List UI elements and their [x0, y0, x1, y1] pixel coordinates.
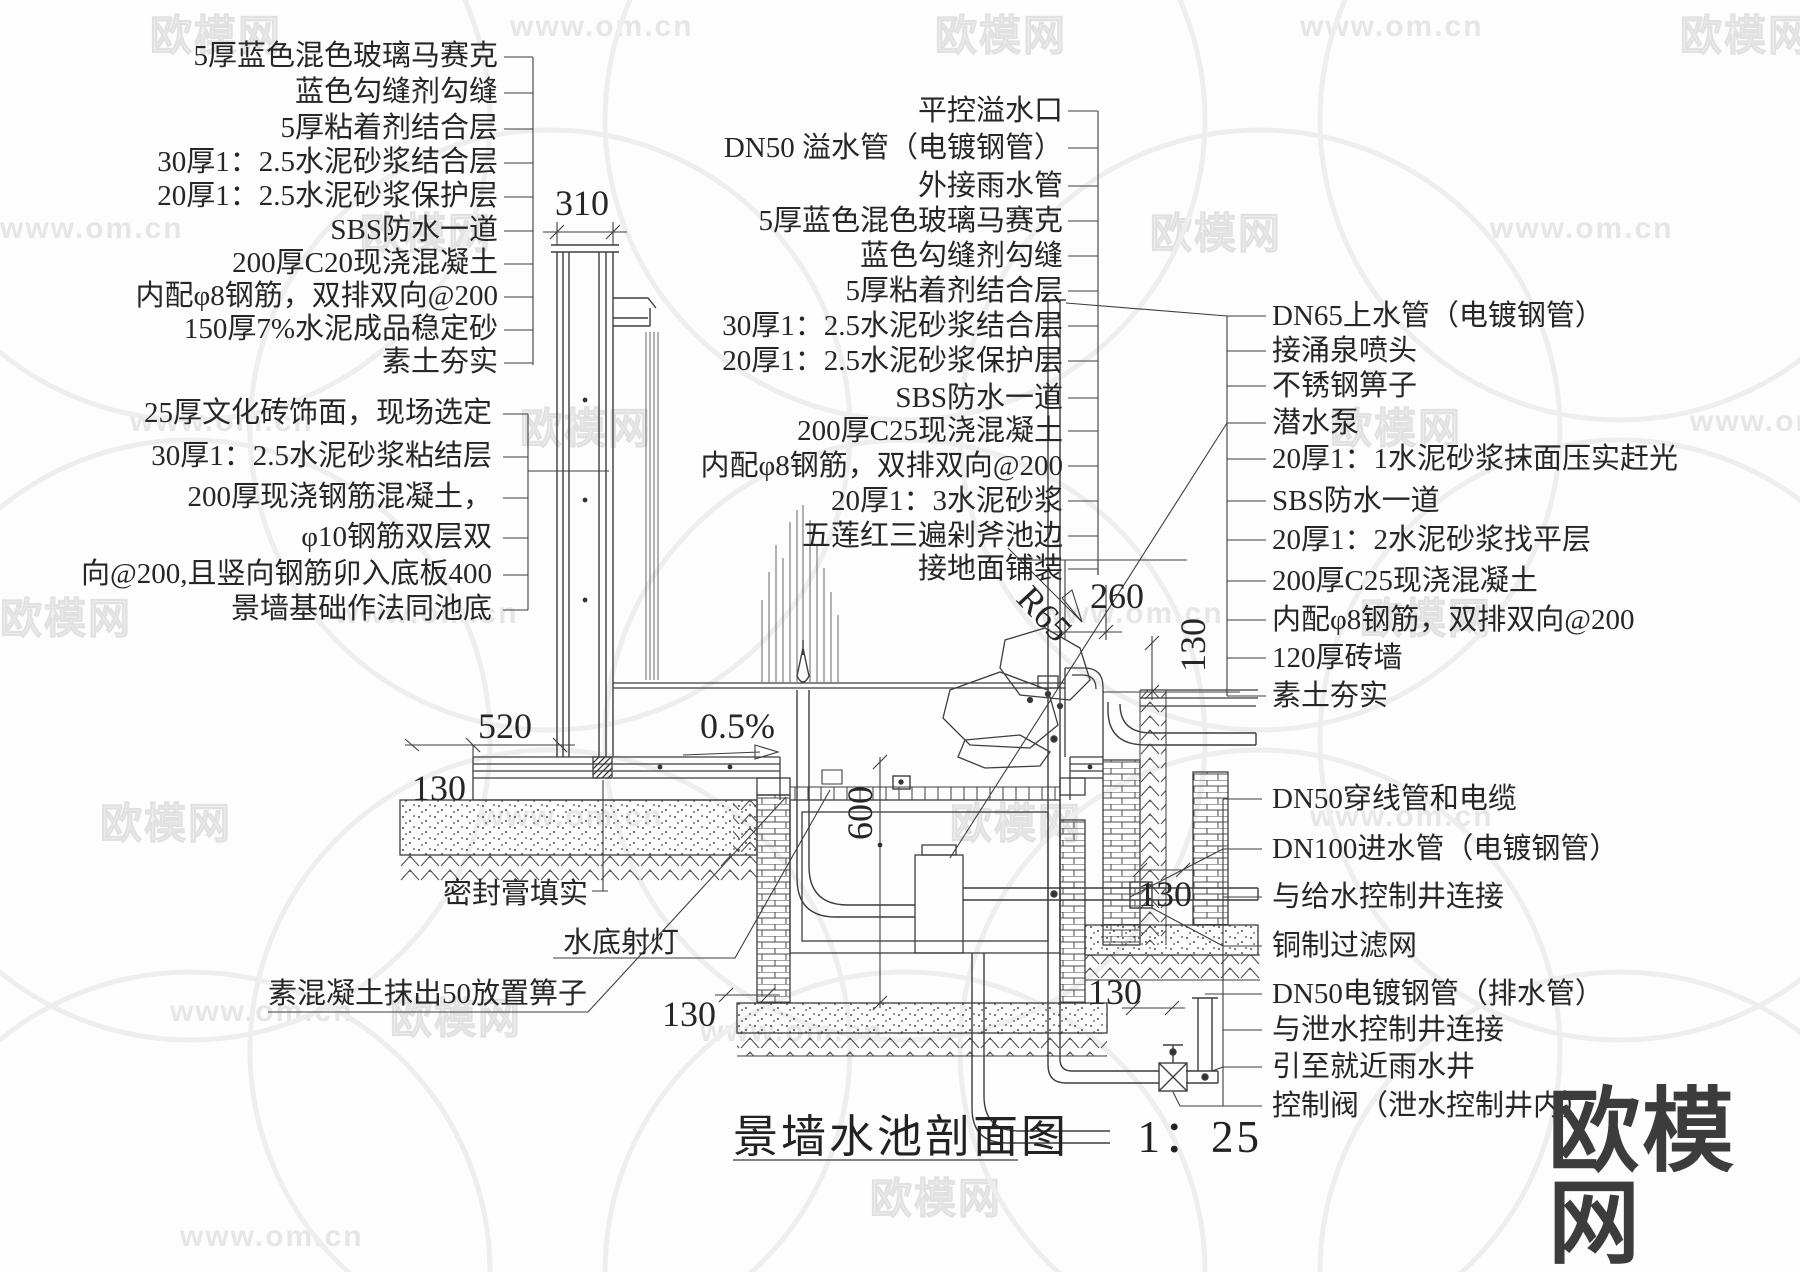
drawing-title-text: 景墙水池剖面图: [733, 1112, 1070, 1162]
note-right-lower-4: DN50电镀钢管（排水管）: [1272, 978, 1604, 1010]
dim-footing-left: 520: [478, 706, 532, 746]
dim-well-wall: 130: [1138, 874, 1192, 914]
note-right-10: 素土夯实: [1272, 680, 1389, 712]
dimension-texts: 310 520 130 0.5% 600 R65 260 130 130 130…: [412, 183, 1213, 1034]
note-right-9: 120厚砖墙: [1272, 642, 1403, 674]
watermark-brand: 欧模网: [0, 595, 133, 643]
watermark-site: www.om.cn: [1040, 597, 1224, 630]
watermark-brand: 欧模网: [389, 995, 523, 1043]
site-logo: 欧模网 ID:2380049: [1548, 1086, 1800, 1272]
note-right-2: 不锈钢箅子: [1272, 370, 1418, 402]
note-right-1: 接涌泉喷头: [1272, 335, 1418, 367]
watermark-site: www.om.cn: [130, 405, 314, 438]
note-left-top-8: 150厚7%水泥成品稳定砂: [183, 313, 498, 345]
note-middle-8: SBS防水一道: [895, 382, 1063, 414]
rebar-dots: [582, 397, 1093, 848]
watermark-brand: 欧模网: [869, 1175, 1003, 1223]
fountain-jet: [761, 505, 839, 683]
dim-edge-height: 130: [1173, 618, 1213, 672]
note-middle-5: 5厚粘着剂结合层: [845, 275, 1063, 307]
note-right-lower-7: 控制阀（泄水控制井内）: [1272, 1090, 1592, 1122]
watermark-site: www.om.cn: [0, 212, 184, 245]
dim-wall-width: 310: [555, 183, 609, 223]
note-left-bottom-4: 向@200,且竖向钢筋卯入底板400: [81, 558, 492, 590]
note-left-top-7: 内配φ8钢筋，双排双向@200: [135, 280, 498, 312]
watermark-site: www.om.cn: [180, 1220, 364, 1253]
note-right-5: SBS防水一道: [1272, 485, 1440, 517]
note-right-lower-2: 与给水控制井连接: [1272, 881, 1505, 913]
note-middle-11: 20厚1：3水泥砂浆: [830, 485, 1063, 517]
watermark-brand: 欧模网: [1679, 12, 1800, 60]
watermark-brand: 欧模网: [149, 12, 283, 60]
note-right-0: DN65上水管（电镀钢管）: [1272, 300, 1604, 332]
dim-slope: 0.5%: [700, 706, 775, 746]
note-left-bottom-1: 30厚1：2.5水泥砂浆粘结层: [151, 440, 492, 472]
note-middle-13: 接地面铺装: [917, 553, 1063, 585]
dim-edge-width: 260: [1090, 576, 1144, 616]
note-left-top-0: 5厚蓝色混色玻璃马赛克: [193, 40, 498, 72]
note-left-bottom-3: φ10钢筋双层双: [301, 521, 492, 553]
note-middle-0: 平控溢水口: [917, 95, 1063, 127]
note-left-top-9: 素土夯实: [381, 346, 498, 378]
note-right-4: 20厚1：1水泥砂浆抹面压实赶光: [1272, 443, 1679, 475]
dim-footing-edge: 130: [412, 768, 466, 808]
note-right-8: 内配φ8钢筋，双排双向@200: [1272, 604, 1635, 636]
note-right-lower-5: 与泄水控制井连接: [1272, 1014, 1505, 1046]
note-middle-9: 200厚C25现浇混凝土: [797, 415, 1063, 447]
note-middle-7: 20厚1：2.5水泥砂浆保护层: [722, 345, 1063, 377]
note-grate-base: 素混凝土抹出50放置箅子: [268, 978, 588, 1010]
feature-wall: [551, 244, 1065, 757]
note-left-top-3: 30厚1：2.5水泥砂浆结合层: [157, 146, 498, 178]
watermark-brand: 欧模网: [519, 405, 653, 453]
dim-coping-radius: R65: [1009, 578, 1079, 649]
note-right-lower-0: DN50穿线管和电缆: [1272, 783, 1517, 815]
note-right-lower-3: 铜制过滤网: [1272, 930, 1418, 962]
note-left-top-1: 蓝色勾缝剂勾缝: [294, 76, 498, 108]
note-middle-4: 蓝色勾缝剂勾缝: [859, 240, 1063, 272]
watermark-brand: 欧模网: [1329, 405, 1463, 453]
watermark-brand: 欧模网: [99, 800, 233, 848]
note-left-top-2: 5厚粘着剂结合层: [280, 112, 498, 144]
note-right-3: 潜水泵: [1272, 407, 1360, 439]
note-left-top-5: SBS防水一道: [330, 214, 498, 246]
note-left-top-4: 20厚1：2.5水泥砂浆保护层: [157, 180, 498, 212]
note-right-7: 200厚C25现浇混凝土: [1272, 565, 1538, 597]
rocks: [942, 627, 1091, 769]
note-middle-2: 外接雨水管: [917, 170, 1063, 202]
note-middle-3: 5厚蓝色混色玻璃马赛克: [758, 205, 1063, 237]
note-middle-6: 30厚1：2.5水泥砂浆结合层: [722, 310, 1063, 342]
note-middle-12: 五莲红三遍剁斧池边: [801, 520, 1063, 552]
note-right-lower-6: 引至就近雨水井: [1272, 1051, 1476, 1083]
drawing-scale: 1：25: [1137, 1112, 1263, 1162]
note-right-lower-1: DN100进水管（电镀钢管）: [1272, 833, 1619, 865]
note-left-bottom-0: 25厚文化砖饰面，现场选定: [143, 397, 492, 429]
watermark-site: www.om.cn: [1690, 405, 1800, 438]
watermark-site: www.om.cn: [335, 597, 519, 630]
note-right-6: 20厚1：2水泥砂浆找平层: [1272, 524, 1592, 556]
watermark-brand: 欧模网: [1149, 210, 1283, 258]
note-left-bottom-2: 200厚现浇钢筋混凝土，: [187, 481, 492, 513]
dim-pit-depth: 600: [840, 786, 880, 840]
site-logo-brand: 欧模网: [1548, 1081, 1737, 1272]
note-left-top-6: 200厚C20现浇混凝土: [232, 247, 498, 279]
watermark-site: www.om.cn: [510, 10, 694, 43]
watermark-brand: 欧模网: [934, 12, 1068, 60]
note-left-bottom-5: 景墙基础作法同池底: [230, 593, 492, 625]
note-pool-light: 水底射灯: [563, 927, 680, 959]
watermark-brand: 欧模网: [1359, 595, 1493, 643]
note-middle-10: 内配φ8钢筋，双排双向@200: [700, 450, 1063, 482]
note-sealant: 密封膏填实: [443, 878, 589, 910]
pipes: [796, 299, 1259, 1144]
note-middle-1: DN50 溢水管（电镀钢管）: [723, 132, 1063, 164]
drawing-title: 景墙水池剖面图 1：25: [733, 1100, 1262, 1165]
watermark-site: www.om.cn: [1490, 212, 1674, 245]
dim-pit-wall: 130: [662, 994, 716, 1034]
leaders: [268, 56, 1266, 1107]
dimensions: [404, 222, 1240, 1016]
dim-well-slab: 130: [1088, 972, 1142, 1012]
